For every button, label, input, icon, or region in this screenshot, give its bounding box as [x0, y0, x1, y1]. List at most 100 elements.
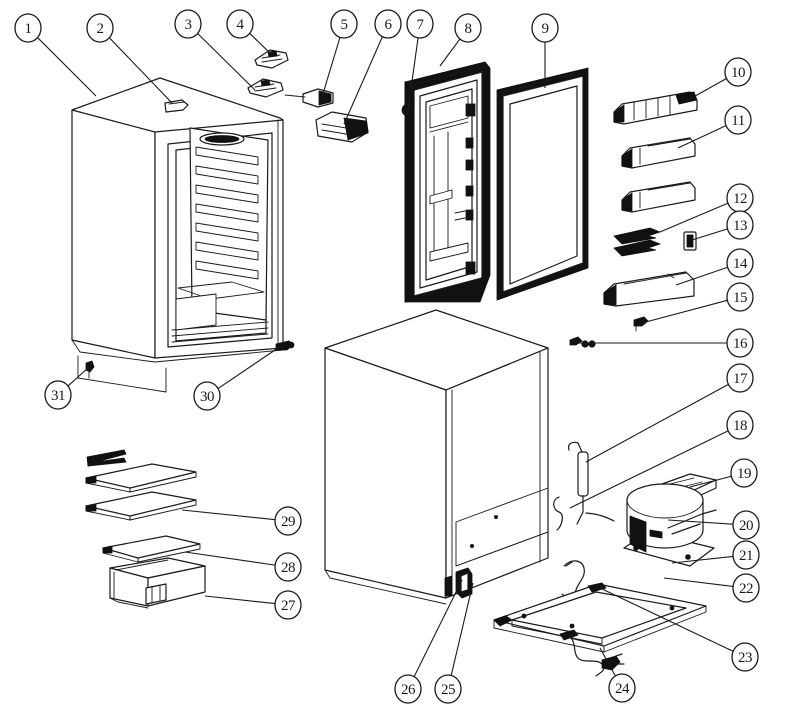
callout-bubble-5[interactable] — [330, 9, 358, 39]
callout-bubble-18[interactable] — [726, 410, 754, 440]
callout-bubble-20[interactable] — [732, 510, 760, 540]
callout-number-18: 18 — [733, 418, 747, 434]
callout-30[interactable]: 30 — [193, 347, 279, 411]
callout-24[interactable]: 24 — [599, 647, 636, 703]
callout-26[interactable]: 26 — [394, 579, 463, 704]
callout-leader-14 — [675, 266, 728, 286]
callout-bubble-2[interactable] — [86, 13, 114, 43]
callout-bubble-22[interactable] — [732, 573, 760, 603]
callout-number-22: 22 — [739, 581, 753, 597]
part-shelves-crisper — [85, 449, 206, 609]
callout-leader-24 — [599, 647, 617, 677]
callout-leader-4 — [248, 32, 273, 56]
callout-number-19: 19 — [737, 466, 751, 482]
callout-2[interactable]: 2 — [86, 13, 173, 104]
callout-bubble-13[interactable] — [726, 210, 754, 240]
callout-number-30: 30 — [200, 389, 214, 405]
callout-bubble-3[interactable] — [174, 9, 202, 39]
callout-7[interactable]: 7 — [406, 9, 434, 111]
callout-bubble-9[interactable] — [531, 13, 559, 43]
callout-bubble-29[interactable] — [274, 506, 302, 536]
callout-number-17: 17 — [733, 371, 748, 387]
callout-13[interactable]: 13 — [691, 210, 754, 241]
callout-bubble-7[interactable] — [406, 9, 434, 39]
callout-number-8: 8 — [465, 21, 472, 37]
callout-leader-10 — [687, 77, 727, 101]
callout-16[interactable]: 16 — [578, 328, 754, 358]
callout-number-5: 5 — [341, 17, 348, 33]
callout-bubble-19[interactable] — [730, 458, 758, 488]
callout-18[interactable]: 18 — [569, 410, 754, 509]
callout-number-15: 15 — [733, 290, 747, 306]
callout-leader-26 — [413, 579, 463, 678]
callout-number-29: 29 — [281, 514, 295, 530]
callout-bubble-27[interactable] — [274, 590, 302, 620]
callout-number-14: 14 — [733, 256, 748, 272]
callout-bubble-11[interactable] — [724, 105, 752, 135]
callout-8[interactable]: 8 — [439, 13, 482, 67]
callout-bubble-17[interactable] — [726, 363, 754, 393]
part-base-frame — [493, 582, 707, 653]
callout-leader-29 — [181, 509, 276, 521]
callout-4[interactable]: 4 — [226, 9, 273, 56]
callout-leader-27 — [204, 595, 276, 605]
callout-1[interactable]: 1 — [14, 13, 97, 97]
callout-bubble-31[interactable] — [44, 380, 72, 410]
callout-leader-17 — [585, 383, 729, 463]
callout-bubble-24[interactable] — [608, 673, 636, 703]
callout-leader-12 — [659, 202, 729, 233]
part-door-shelves — [603, 91, 698, 307]
callout-number-25: 25 — [441, 682, 455, 698]
callout-number-28: 28 — [281, 560, 295, 576]
callout-bubble-8[interactable] — [454, 13, 482, 43]
callout-leader-31 — [67, 367, 89, 387]
callout-bubble-30[interactable] — [193, 381, 221, 411]
callout-leader-23 — [599, 587, 734, 652]
callout-17[interactable]: 17 — [585, 363, 754, 463]
callout-leader-15 — [641, 299, 728, 324]
callout-3[interactable]: 3 — [174, 9, 256, 91]
callout-bubble-26[interactable] — [394, 674, 422, 704]
part-door-assembly — [404, 61, 491, 303]
callout-21[interactable]: 21 — [671, 540, 760, 570]
callout-9[interactable]: 9 — [531, 13, 559, 88]
callout-leader-18 — [569, 430, 729, 509]
callout-31[interactable]: 31 — [44, 367, 89, 410]
callout-number-27: 27 — [281, 598, 296, 614]
callout-10[interactable]: 10 — [687, 57, 752, 101]
callout-15[interactable]: 15 — [641, 282, 754, 324]
callout-leader-30 — [217, 347, 279, 390]
part-cabinet-body — [324, 309, 549, 605]
callout-bubble-21[interactable] — [732, 540, 760, 570]
callout-bubble-16[interactable] — [726, 328, 754, 358]
callout-leader-20 — [667, 519, 734, 525]
callout-6[interactable]: 6 — [343, 9, 402, 125]
callout-bubble-23[interactable] — [731, 642, 759, 672]
callout-25[interactable]: 25 — [434, 582, 474, 704]
callout-number-24: 24 — [615, 681, 630, 697]
callout-bubble-14[interactable] — [726, 248, 754, 278]
callout-bubble-10[interactable] — [724, 57, 752, 87]
callout-bubble-6[interactable] — [374, 9, 402, 39]
callout-bubble-25[interactable] — [434, 674, 462, 704]
part-door-hardware — [284, 88, 415, 143]
callout-bubble-4[interactable] — [226, 9, 254, 39]
callout-bubble-15[interactable] — [726, 282, 754, 312]
callout-20[interactable]: 20 — [667, 510, 760, 540]
callout-leader-19 — [689, 475, 732, 488]
callout-22[interactable]: 22 — [663, 573, 760, 603]
callout-number-9: 9 — [542, 21, 549, 37]
callout-14[interactable]: 14 — [675, 248, 754, 286]
callout-bubble-28[interactable] — [274, 552, 302, 582]
callout-27[interactable]: 27 — [204, 590, 302, 620]
callout-number-1: 1 — [25, 21, 32, 37]
callout-number-7: 7 — [417, 17, 425, 33]
callout-23[interactable]: 23 — [599, 587, 759, 672]
callout-28[interactable]: 28 — [184, 551, 302, 582]
callout-11[interactable]: 11 — [677, 105, 752, 149]
callout-5[interactable]: 5 — [321, 9, 358, 98]
callout-bubble-1[interactable] — [14, 13, 42, 43]
callout-29[interactable]: 29 — [181, 506, 302, 536]
callout-19[interactable]: 19 — [689, 458, 758, 488]
